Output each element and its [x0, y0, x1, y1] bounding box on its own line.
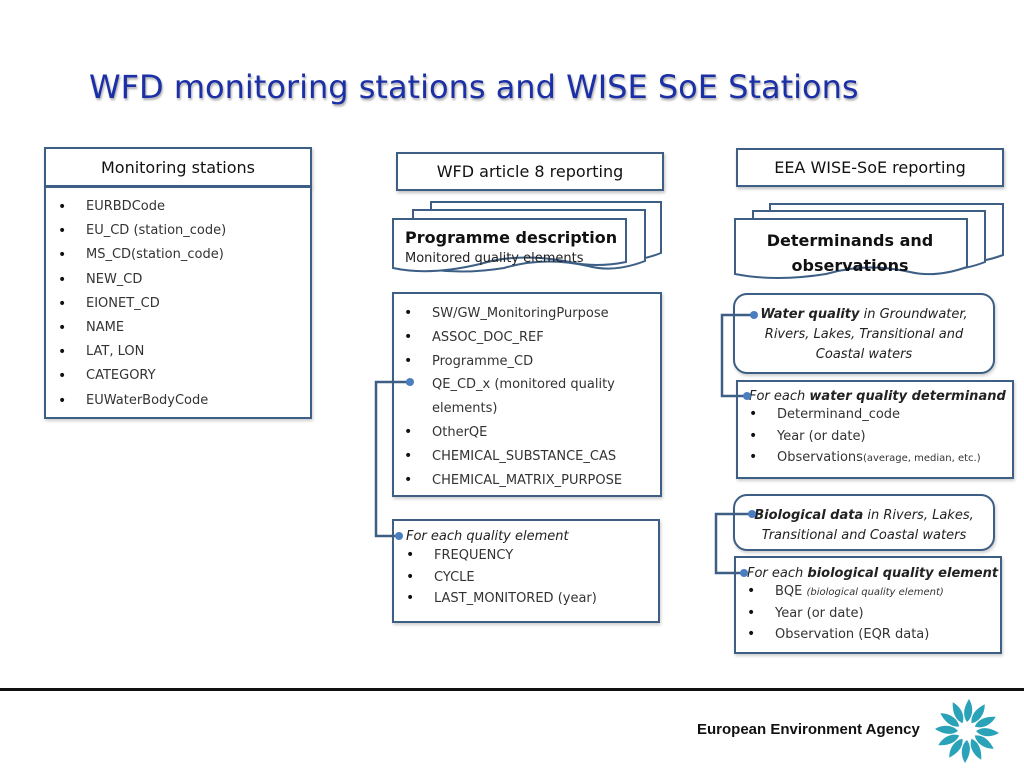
list-item: EUWaterBodyCode [58, 389, 310, 413]
eea-logo-icon [935, 699, 999, 763]
list-item: NAME [58, 316, 310, 340]
list-item: EURBDCode [58, 195, 310, 219]
list-item: BQE (biological quality element) [747, 581, 1000, 603]
list-item: CATEGORY [58, 364, 310, 388]
soe-doc-sheet-1 [734, 218, 968, 279]
list-item: Determinand_code [749, 404, 1012, 426]
list-item: SW/GW_MonitoringPurpose [404, 302, 660, 326]
list-item: Observations(average, median, etc.) [749, 447, 1012, 470]
wfd-doc-sheet-1 [392, 218, 627, 273]
water-quality-label: Water quality [760, 307, 860, 322]
bio-each-prefix: For each [747, 566, 808, 581]
biological-data-scope: in Rivers, Lakes, Transitional and Coast… [761, 508, 974, 543]
list-item: CHEMICAL_SUBSTANCE_CAS [404, 445, 660, 469]
eea-logo-petal [961, 740, 970, 763]
bio-connector-arrow-dot [740, 569, 748, 577]
eea-logo-petal [938, 734, 960, 746]
wq-each-prefix: For each [749, 389, 810, 404]
wq-each-list: Determinand_code Year (or date) Observat… [749, 404, 1012, 470]
qe-connector-dot [406, 378, 414, 386]
list-item: Year (or date) [747, 603, 1000, 624]
wq-connector-arrow-dot [743, 392, 751, 400]
eea-logo-petal [935, 725, 958, 734]
eea-logo-petal [971, 704, 985, 724]
eea-logo-petal [970, 738, 982, 760]
eea-logo-petal [974, 735, 994, 749]
wfd-doc-subtitle: Monitored quality elements [405, 251, 584, 266]
biological-data-box: Biological data in Rivers, Lakes, Transi… [733, 494, 995, 551]
wfd-programme-list: SW/GW_MonitoringPurposeASSOC_DOC_REFProg… [404, 302, 660, 492]
eea-agency-name: European Environment Agency [697, 721, 920, 738]
list-item: FREQUENCY [406, 545, 658, 567]
qe-connector [374, 380, 410, 538]
soe-header-title: EEA WISE-SoE reporting [774, 158, 966, 177]
list-item: EIONET_CD [58, 292, 310, 316]
slide-title: WFD monitoring stations and WISE SoE Sta… [89, 68, 859, 106]
monitoring-stations-title: Monitoring stations [100, 157, 256, 177]
bio-each-list: BQE (biological quality element) Year (o… [747, 581, 1000, 645]
list-item: Programme_CD [404, 350, 660, 374]
monitoring-stations-list: EURBDCodeEU_CD (station_code)MS_CD(stati… [58, 195, 310, 413]
biological-data-label: Biological data [754, 508, 864, 523]
wfd-programme-fields: SW/GW_MonitoringPurposeASSOC_DOC_REFProg… [392, 292, 662, 497]
footer-divider [0, 688, 1024, 691]
list-item: Year (or date) [749, 426, 1012, 448]
bio-each-label: For each biological quality element [747, 566, 1000, 581]
water-quality-determinand-box: For each water quality determinand Deter… [736, 380, 1014, 479]
list-item: CHEMICAL_MATRIX_PURPOSE [404, 469, 660, 493]
monitoring-stations-fields: EURBDCodeEU_CD (station_code)MS_CD(stati… [44, 186, 312, 419]
biological-element-box: For each biological quality element BQE … [734, 556, 1002, 654]
wfd-article8-title: WFD article 8 reporting [436, 162, 624, 181]
list-item: EU_CD (station_code) [58, 219, 310, 243]
eea-logo-petal [964, 699, 973, 722]
wq-each-label: For each water quality determinand [749, 389, 1012, 404]
list-item: LAT, LON [58, 340, 310, 364]
wfd-each-label: For each quality element [406, 529, 569, 544]
eea-logo-petal [976, 728, 999, 737]
eea-logo-petal [949, 738, 963, 758]
wq-connector-dot [750, 311, 758, 319]
water-quality-connector [720, 313, 755, 398]
list-item: Observation (EQR data) [747, 624, 1000, 645]
list-item: ASSOC_DOC_REF [404, 326, 660, 350]
list-item: MS_CD(station_code) [58, 243, 310, 267]
monitoring-stations-header: Monitoring stations [44, 147, 312, 187]
water-quality-box: Water quality in Groundwater, Rivers, La… [733, 293, 995, 374]
soe-doc-title: Determinands and observations [766, 231, 934, 275]
bio-each-bold: biological quality element [807, 566, 999, 581]
list-item: NEW_CD [58, 268, 310, 292]
wq-each-bold: water quality determinand [809, 389, 1006, 404]
water-quality-scope: in Groundwater, Rivers, Lakes, Transitio… [764, 307, 968, 362]
wfd-quality-element-box: For each quality element FREQUENCYCYCLEL… [392, 519, 660, 623]
wfd-each-list: FREQUENCYCYCLELAST_MONITORED (year) [406, 545, 658, 610]
list-item: CYCLE [406, 567, 658, 589]
qe-connector-arrow-dot [395, 532, 403, 540]
eea-logo-petal [940, 713, 960, 727]
list-item: LAST_MONITORED (year) [406, 588, 658, 610]
wfd-article8-header: WFD article 8 reporting [396, 152, 664, 191]
wfd-doc-title: Programme description [405, 228, 618, 247]
list-item: OtherQE [404, 421, 660, 445]
eea-logo-petal [974, 716, 996, 728]
soe-header: EEA WISE-SoE reporting [736, 148, 1004, 187]
biological-connector [714, 512, 752, 575]
bio-connector-dot [748, 510, 756, 518]
eea-logo-petal [952, 702, 964, 724]
